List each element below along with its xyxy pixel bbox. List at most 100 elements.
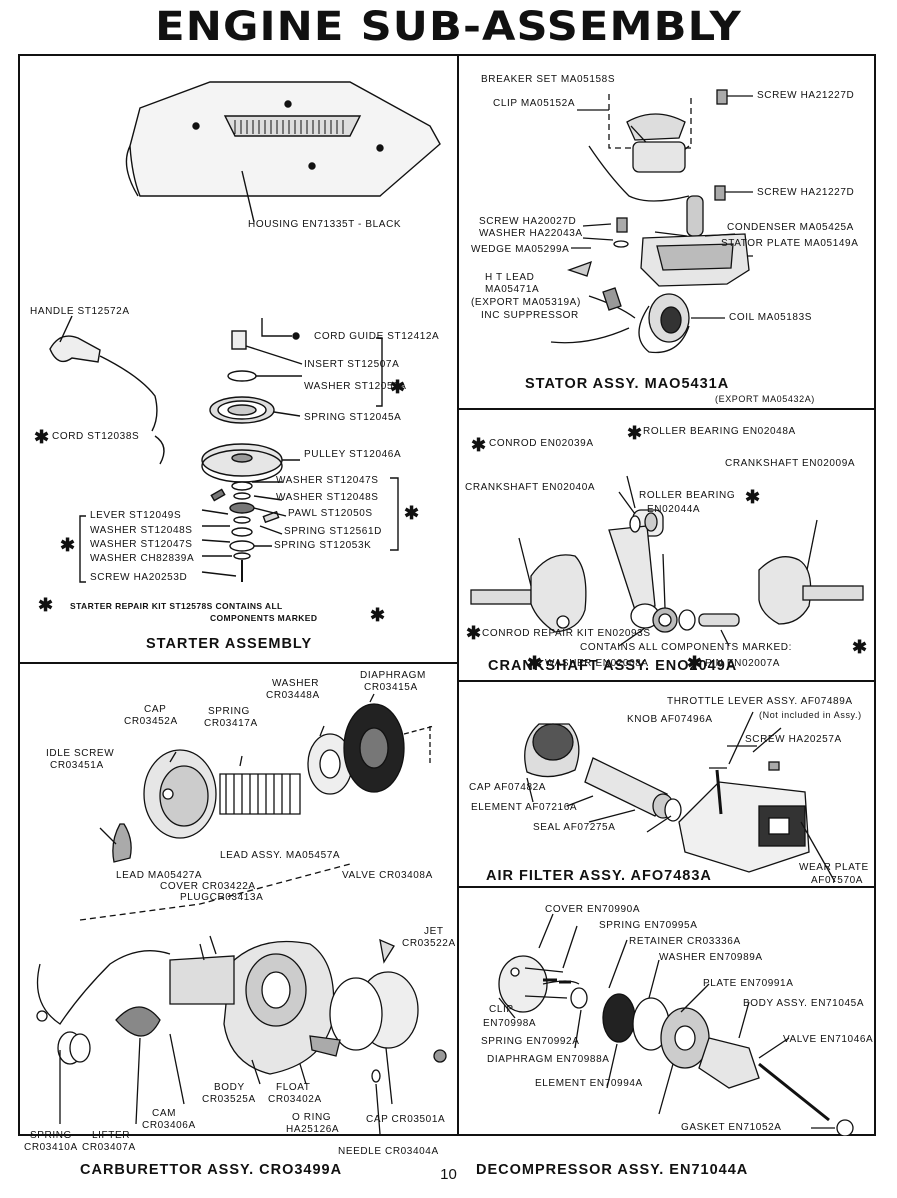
stator-assembly-panel: BREAKER SET MA05158S CLIP MA05152A SCREW… (459, 56, 876, 408)
decompressor-title: DECOMPRESSOR ASSY. EN71044A (476, 1162, 749, 1178)
star-marker-bearing-b: ✱ (745, 487, 761, 507)
label-cap-b: CAP CR03501A (366, 1114, 446, 1125)
label-spring-b: SPRING ST12561D (284, 526, 382, 537)
label-cap-a: CAP (144, 704, 167, 715)
star-marker-cord: ✱ (34, 427, 50, 447)
star-marker-conrod: ✱ (471, 435, 487, 455)
label-spring-a: SPRING EN70995A (599, 920, 698, 931)
label-diaphragm: DIAPHRAGM (360, 670, 426, 681)
label-throttle: THROTTLE LEVER ASSY. AF07489A (667, 696, 853, 707)
label-clip: CLIP (489, 1004, 514, 1015)
crankshaft-title: CRANKSHAFT ASSY. ENO2049A (488, 658, 738, 674)
label-spring-c: SPRING ST12053K (274, 540, 372, 551)
label-body-code: CR03525A (202, 1094, 256, 1105)
label-wear-plate-code: AF07570A (811, 875, 864, 886)
label-washer-a: WASHER ST12059A (304, 381, 407, 392)
star-marker-pin: ✱ (687, 653, 703, 673)
star-marker-c: ✱ (60, 535, 76, 555)
crankshaft-drawing (470, 475, 864, 647)
starter-assembly-panel: HOUSING EN71335T - BLACK HANDLE ST12572A… (20, 56, 457, 662)
crankshaft-assembly-panel: ✱ ROLLER BEARING EN02048A ✱ CONROD EN020… (459, 410, 876, 680)
label-spring-b: SPRING (30, 1130, 72, 1141)
label-washer-code: CR03448A (266, 690, 320, 701)
label-jet-code: CR03522A (402, 938, 456, 949)
stator-export: (EXPORT MA05432A) (715, 394, 815, 404)
label-screw-a: SCREW HA21227D (757, 90, 855, 101)
star-marker-a: ✱ (390, 377, 406, 397)
label-spring-b: SPRING EN70992A (481, 1036, 580, 1047)
air-filter-drawing (524, 711, 836, 883)
carburettor-assembly-panel: WASHER CR03448A DIAPHRAGM CR03415A CAP C… (20, 664, 457, 1136)
label-screw: SCREW HA20253D (90, 572, 188, 583)
label-idle-screw-code: CR03451A (50, 760, 104, 771)
stator-drawing (550, 89, 753, 354)
label-washer: WASHER HA22043A (479, 228, 583, 239)
label-diaphragm-code: CR03415A (364, 682, 418, 693)
label-cam: CAM (152, 1108, 177, 1119)
label-washer-f: WASHER CH82839A (90, 553, 195, 564)
label-handle: HANDLE ST12572A (30, 306, 130, 317)
star-marker-note: ✱ (38, 595, 54, 615)
label-valve: VALVE EN71046A (783, 1034, 874, 1045)
label-stator-plate: STATOR PLATE MA05149A (721, 238, 859, 249)
label-plug: PLUGCR03413A (180, 892, 264, 903)
label-washer: WASHER EN70989A (659, 952, 763, 963)
label-spring-b-code: CR03410A (24, 1142, 78, 1153)
label-breaker-set: BREAKER SET MA05158S (481, 74, 616, 85)
star-marker-note-2: ✱ (370, 605, 386, 625)
diagram-frame: HOUSING EN71335T - BLACK HANDLE ST12572A… (18, 54, 876, 1178)
carburettor-title: CARBURETTOR ASSY. CRO3499A (80, 1162, 343, 1178)
label-crankshaft-b: CRANKSHAFT EN02040A (465, 482, 596, 493)
crankshaft-note-2: CONTAINS ALL COMPONENTS MARKED: (580, 642, 792, 653)
label-spring-a-code: CR03417A (204, 718, 258, 729)
label-wedge: WEDGE MA05299A (471, 244, 570, 255)
decompressor-assembly-panel: COVER EN70990A SPRING EN70995A RETAINER … (459, 888, 876, 1136)
label-knob: KNOB AF07496A (627, 714, 713, 725)
label-washer: WASHER EN02008A (545, 658, 649, 669)
label-plate: PLATE EN70991A (703, 978, 794, 989)
label-wear-plate: WEAR PLATE (799, 862, 869, 873)
label-spring-a: SPRING ST12045A (304, 412, 402, 423)
label-o-ring-code: HA25126A (286, 1124, 340, 1135)
label-crankshaft-a: CRANKSHAFT EN02009A (725, 458, 856, 469)
label-lifter: LIFTER (92, 1130, 131, 1141)
label-element: ELEMENT EN70994A (535, 1078, 643, 1089)
label-lead: LEAD MA05427A (116, 870, 203, 881)
label-lead-assy: LEAD ASSY. MA05457A (220, 850, 341, 861)
label-ht-lead-3: (EXPORT MA05319A) (471, 297, 581, 308)
star-marker-washer: ✱ (527, 653, 543, 673)
label-cap-a-code: CR03452A (124, 716, 178, 727)
decompressor-drawing (498, 913, 854, 1136)
label-screw-b: SCREW HA21227D (757, 187, 855, 198)
label-housing: HOUSING EN71335T - BLACK (248, 219, 402, 230)
vertical-divider (457, 56, 459, 1136)
label-float-code: CR03402A (268, 1094, 322, 1105)
label-seal: SEAL AF07275A (533, 822, 616, 833)
crankshaft-note-1: CONROD REPAIR KIT EN02093S (482, 628, 651, 639)
label-cord-guide: CORD GUIDE ST12412A (314, 331, 440, 342)
starter-note-1: STARTER REPAIR KIT ST12578S CONTAINS ALL (70, 601, 283, 611)
page-title: ENGINE SUB-ASSEMBLY (155, 4, 742, 50)
label-float: FLOAT (276, 1082, 311, 1093)
carburettor-drawing (36, 693, 447, 1135)
label-spring-a: SPRING (208, 706, 250, 717)
label-washer-c: WASHER ST12048S (276, 492, 379, 503)
label-body: BODY (214, 1082, 245, 1093)
label-ht-lead-1: H T LEAD (485, 272, 535, 283)
label-cord: CORD ST12038S (52, 431, 140, 442)
label-not-included: (Not included in Assy.) (759, 710, 862, 720)
label-screw: SCREW HA20257A (745, 734, 842, 745)
label-washer-e: WASHER ST12047S (90, 539, 193, 550)
label-cover: COVER CR03422A (160, 881, 256, 892)
right-divider-1 (458, 408, 876, 410)
right-divider-2 (458, 680, 876, 682)
label-roller-bearing-b: ROLLER BEARING (639, 490, 736, 501)
label-washer-d: WASHER ST12048S (90, 525, 193, 536)
stator-title: STATOR ASSY. MAO5431A (525, 376, 730, 392)
left-horizontal-divider (20, 662, 458, 664)
label-washer: WASHER (272, 678, 320, 689)
label-jet: JET (424, 926, 444, 937)
label-coil: COIL MA05183S (729, 312, 813, 323)
page-number: 10 (440, 1166, 457, 1183)
label-body: BODY ASSY. EN71045A (743, 998, 865, 1009)
